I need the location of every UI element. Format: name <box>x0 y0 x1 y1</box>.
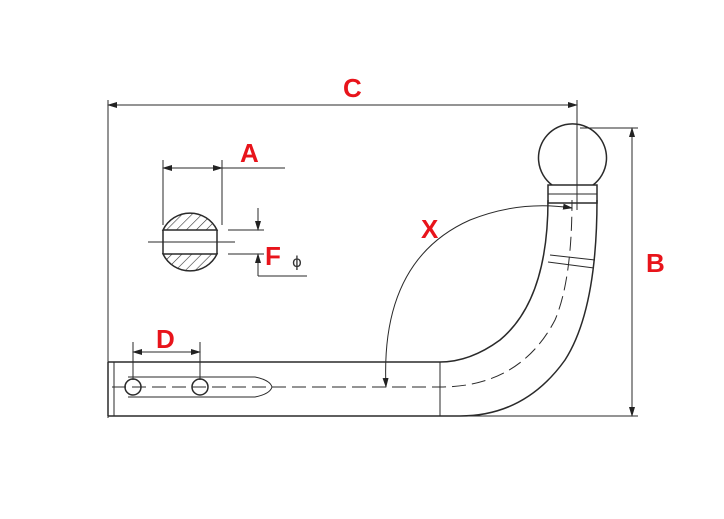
dimension-b <box>462 127 638 417</box>
label-a: A <box>240 138 259 168</box>
cross-section <box>148 212 235 272</box>
dimension-f <box>228 208 307 277</box>
label-c: C <box>343 73 362 103</box>
dimension-d <box>132 342 201 380</box>
tow-bar-body <box>107 199 598 417</box>
angle-x <box>382 203 573 388</box>
tow-ball <box>537 123 608 204</box>
label-b: B <box>646 248 665 278</box>
label-f: F <box>265 241 281 271</box>
label-d: D <box>156 324 175 354</box>
label-x: X <box>421 214 439 244</box>
label-phi: ϕ <box>292 253 302 271</box>
dimension-a <box>162 160 285 225</box>
